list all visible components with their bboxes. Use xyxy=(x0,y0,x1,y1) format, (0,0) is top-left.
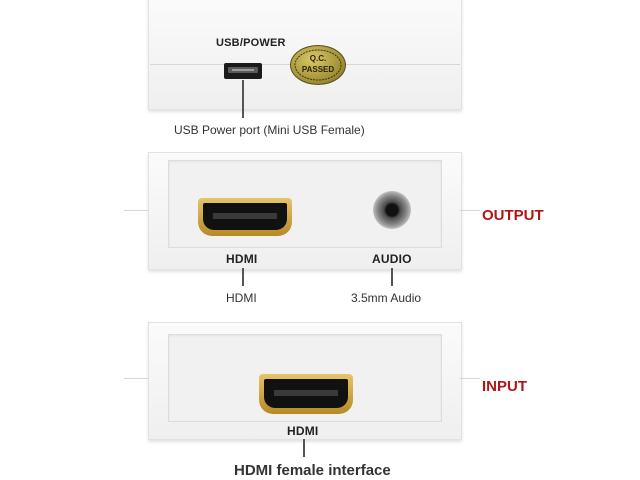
audio-callout-line xyxy=(391,268,393,286)
input-right-tick xyxy=(460,378,480,379)
audio-callout: 3.5mm Audio xyxy=(351,291,422,305)
usb-power-label: USB/POWER xyxy=(216,37,286,49)
usb-callout: USB Power port (Mini USB Female) xyxy=(174,123,365,137)
qc-passed-seal: Q.C. PASSED xyxy=(290,45,346,85)
output-label: OUTPUT xyxy=(482,207,544,224)
hdmi-output-label: HDMI xyxy=(226,252,258,266)
hdmi-input-callout: HDMI female interface xyxy=(234,462,391,479)
audio-jack xyxy=(373,191,411,229)
output-left-tick xyxy=(124,210,148,211)
hdmi-output-port xyxy=(198,198,292,236)
hdmi-input-label: HDMI xyxy=(287,424,319,438)
hdmi-output-callout-line xyxy=(242,268,244,286)
qc-seal-text: Q.C. PASSED xyxy=(301,54,335,74)
hdmi-input-callout-line xyxy=(303,439,305,457)
audio-label: AUDIO xyxy=(372,252,412,266)
mini-usb-port xyxy=(224,63,262,79)
output-right-tick xyxy=(460,210,480,211)
input-left-tick xyxy=(124,378,148,379)
input-label: INPUT xyxy=(482,378,527,395)
hdmi-input-port xyxy=(259,374,353,414)
usb-callout-line xyxy=(242,80,244,118)
hdmi-output-callout: HDMI xyxy=(226,291,257,305)
